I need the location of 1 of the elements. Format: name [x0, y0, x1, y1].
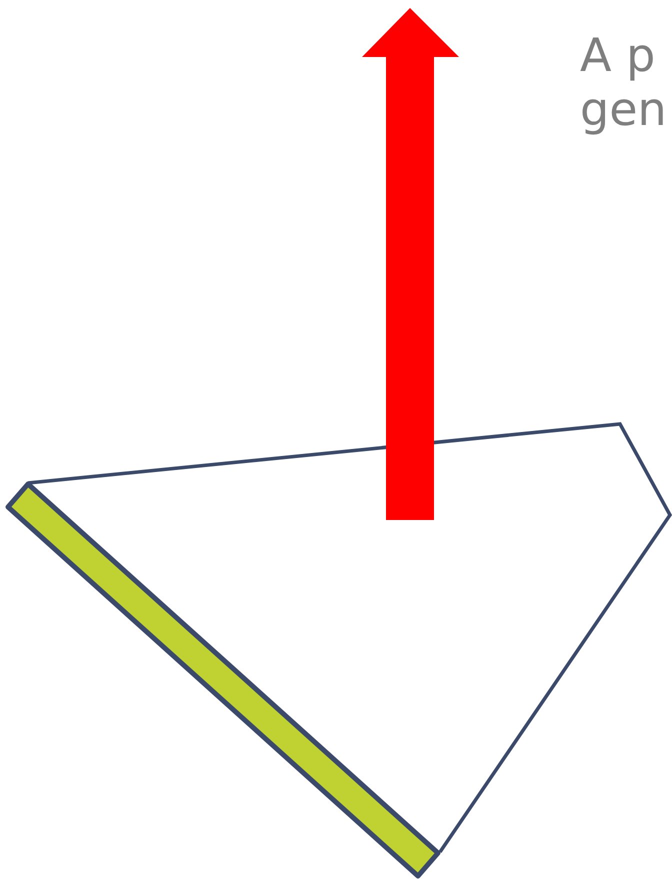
note-text: A p gen — [580, 28, 668, 136]
